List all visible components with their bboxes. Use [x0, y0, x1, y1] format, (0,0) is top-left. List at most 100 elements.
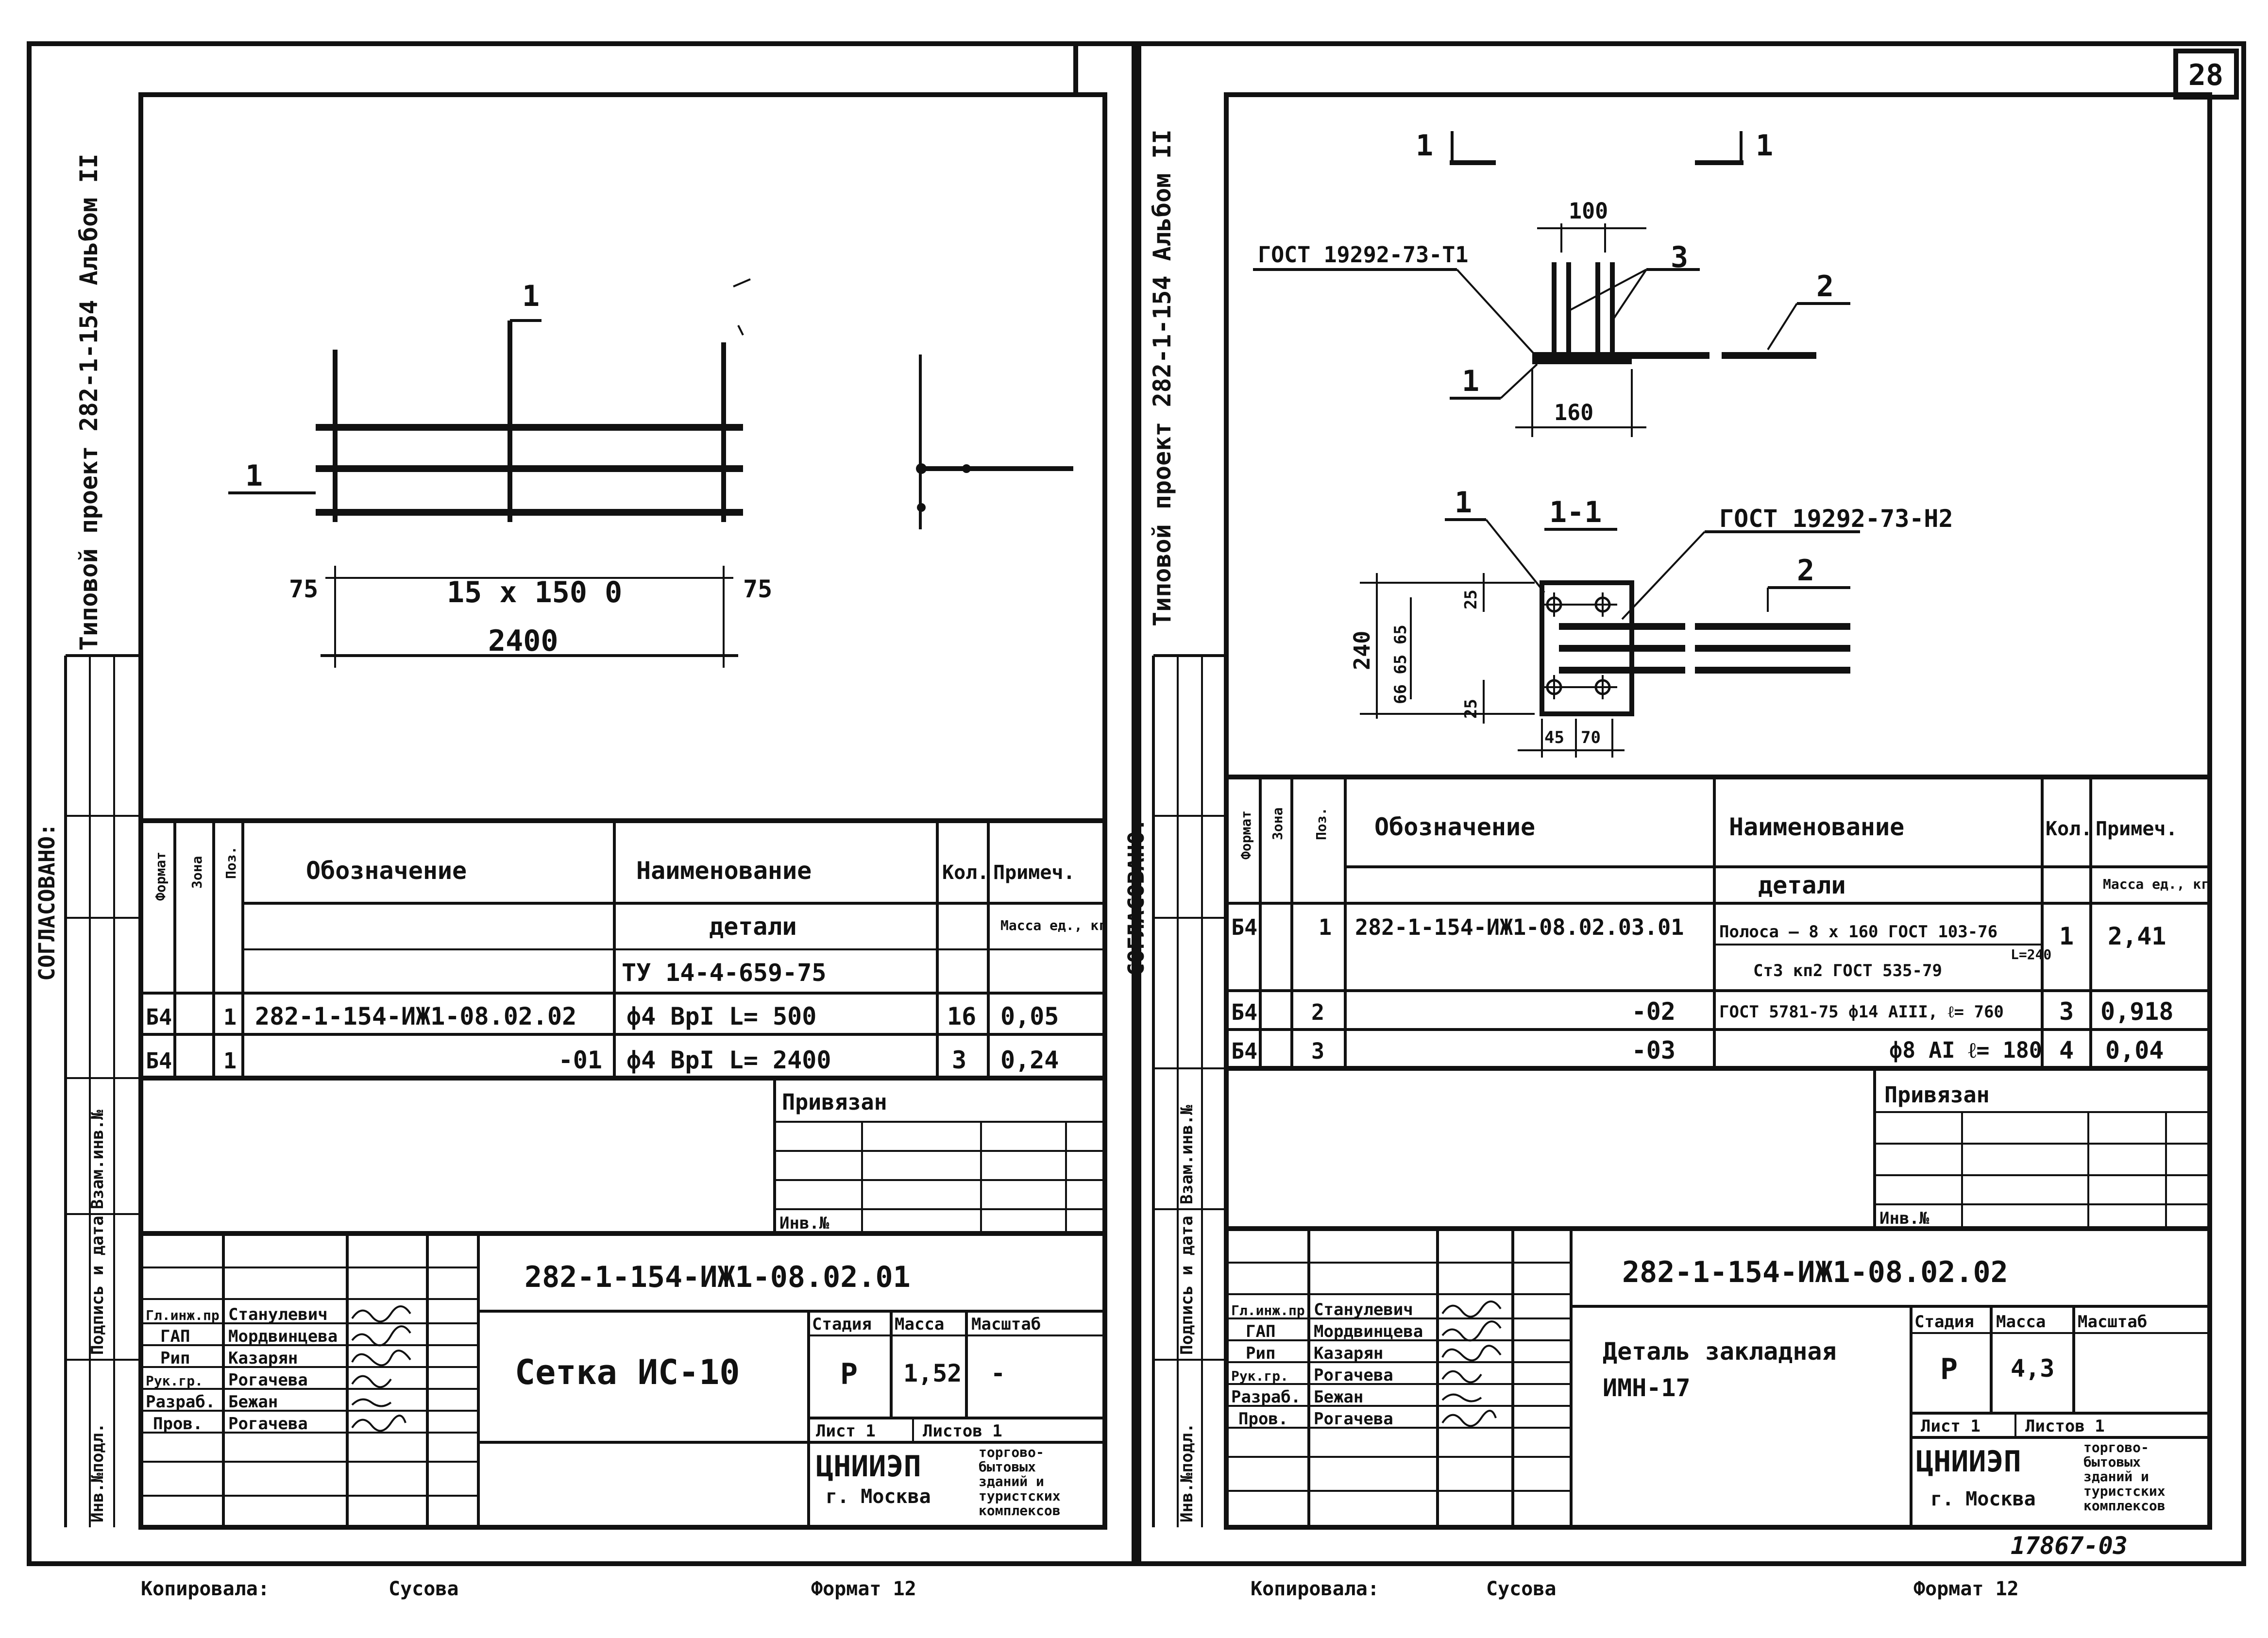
- right-dim-70: 70: [1581, 728, 1601, 747]
- right-bound-label: Привязан: [1884, 1082, 1990, 1108]
- left-role-5: Пров.: [153, 1414, 203, 1434]
- left-sheet-label: Лист 1: [816, 1421, 876, 1441]
- right-row2-pos: 2: [1311, 999, 1324, 1025]
- left-org-desc-2: зданий и: [979, 1473, 1044, 1489]
- left-org-desc-3: туристских: [979, 1488, 1061, 1504]
- left-row2-pos: 1: [223, 1048, 237, 1074]
- left-row1-name: ф4 ВрI L= 500: [626, 1002, 816, 1030]
- right-inv-no-label: Инв.№: [1879, 1209, 1929, 1228]
- left-row2-designation: -01: [559, 1046, 602, 1074]
- right-role-4: Разраб.: [1231, 1387, 1301, 1407]
- right-section-mark-right: 1: [1756, 129, 1773, 163]
- left-doc-title: Сетка ИС-10: [515, 1352, 740, 1392]
- right-footer-copied-by: Сусова: [1486, 1578, 1557, 1600]
- left-dim-middle: 15 x 150 0: [447, 575, 622, 609]
- right-mass-header-tb: Масса: [1996, 1312, 2046, 1332]
- left-stage-header: Стадия: [812, 1315, 872, 1334]
- right-name-2: Казарян: [1314, 1344, 1383, 1363]
- left-role-1: ГАП: [160, 1327, 190, 1346]
- right-sheet: Типовой проект 282-1-154 Альбом II СОГЛА…: [1123, 92, 2212, 1600]
- right-row3-qty: 4: [2059, 1036, 2074, 1064]
- right-agreed-label: СОГЛАСОВАНО:: [1123, 818, 1149, 976]
- left-agreed-label: СОГЛАСОВАНО:: [34, 823, 60, 981]
- left-dim-left: 75: [289, 575, 318, 603]
- right-row2-format: Б4: [1231, 999, 1257, 1025]
- right-header-name: Наименование: [1729, 813, 1904, 841]
- right-doc-title-2: ИМН-17: [1603, 1374, 1691, 1402]
- right-name-5: Рогачева: [1314, 1409, 1393, 1429]
- left-sheet-frame: [27, 41, 1136, 1566]
- right-name-3: Рогачева: [1314, 1366, 1393, 1385]
- right-row2-note: 0,918: [2100, 997, 2174, 1026]
- left-name-0: Станулевич: [228, 1305, 328, 1324]
- right-org-city: г. Москва: [1930, 1488, 2036, 1510]
- right-row1-designation: 282-1-154-ИЖ1-08.02.03.01: [1355, 914, 1684, 940]
- right-callout-p3: 3: [1671, 240, 1688, 274]
- right-role-0: Гл.инж.пр.: [1231, 1302, 1313, 1318]
- mesh-drawing: 1 1 75 75 15 x 150 0 2400: [228, 278, 1073, 668]
- right-dim-45: 45: [1544, 728, 1564, 747]
- right-scale-header: Масштаб: [2078, 1312, 2147, 1332]
- right-row3-designation: -03: [1632, 1036, 1676, 1064]
- right-footer-copied-label: Копировала:: [1251, 1578, 1379, 1600]
- right-row1-name: Полоса — 8 x 160 ГОСТ 103-76: [1719, 922, 1997, 942]
- left-role-3: Рук.гр.: [146, 1373, 203, 1389]
- right-name-1: Мордвинцева: [1314, 1322, 1423, 1341]
- right-inv-label-2: Подпись и дата: [1177, 1216, 1197, 1355]
- left-sheet: Типовой проект 282-1-154 Альбом II СОГЛА…: [34, 92, 1107, 1600]
- left-doc-code: 282-1-154-ИЖ1-08.02.01: [525, 1260, 911, 1294]
- left-row2-name: ф4 ВрI L= 2400: [626, 1046, 831, 1074]
- right-header-zone: Зона: [1269, 808, 1286, 840]
- left-row1-designation: 282-1-154-ИЖ1-08.02.02: [255, 1002, 576, 1030]
- right-dim-160: 160: [1554, 400, 1593, 425]
- left-dim-right: 75: [743, 575, 772, 603]
- left-mass-header: Масса ед., кг: [1000, 917, 1107, 933]
- right-row3-pos: 3: [1311, 1038, 1324, 1064]
- left-spec-table: Формат Зона Поз. Обозначение Наименовани…: [141, 818, 1107, 1081]
- right-section-callout-2: 2: [1797, 554, 1814, 588]
- right-org-desc-4: комплексов: [2083, 1498, 2166, 1514]
- right-header-format: Формат: [1238, 811, 1254, 860]
- page-number: 28: [2188, 58, 2223, 92]
- right-name-4: Бежан: [1314, 1387, 1363, 1407]
- left-scale-header: Масштаб: [971, 1315, 1041, 1334]
- right-mass: 4,3: [2011, 1354, 2054, 1383]
- left-role-0: Гл.инж.пр.: [146, 1307, 228, 1323]
- right-spec-table: Формат Зона Поз. Обозначение Наименовани…: [1226, 775, 2210, 1071]
- left-inv-label-1: Взам.инв.№: [88, 1110, 107, 1209]
- right-row3-name: ф8 АI ℓ= 180: [1889, 1037, 2042, 1063]
- left-pos-label-top: 1: [522, 279, 540, 313]
- right-sheet-label: Лист 1: [1921, 1417, 1980, 1436]
- right-role-3: Рук.гр.: [1231, 1368, 1288, 1384]
- left-mass-header-tb: Масса: [895, 1315, 944, 1334]
- stud-marks: [1542, 592, 1617, 699]
- left-sheets-label: Листов 1: [923, 1421, 1002, 1441]
- left-mass: 1,52: [903, 1359, 962, 1387]
- left-header-zone: Зона: [189, 856, 205, 889]
- left-signatures: [351, 1305, 411, 1432]
- right-header-designation: Обозначение: [1374, 813, 1535, 841]
- left-sub-label: ТУ 14-4-659-75: [622, 959, 826, 987]
- right-row2-qty: 3: [2059, 997, 2074, 1026]
- right-role-5: Пров.: [1238, 1409, 1288, 1429]
- right-section-label: детали: [1758, 871, 1846, 899]
- left-org-desc-4: комплексов: [979, 1503, 1061, 1519]
- left-name-5: Рогачева: [228, 1414, 308, 1434]
- right-row1-note: 2,41: [2108, 922, 2166, 950]
- left-name-1: Мордвинцева: [228, 1327, 338, 1346]
- right-callout-gost-n2: ГОСТ 19292-73-Н2: [1719, 505, 1953, 533]
- right-stage-header: Стадия: [1914, 1312, 1974, 1332]
- right-org-desc-2: зданий и: [2083, 1469, 2149, 1485]
- right-header-qty: Кол.: [2046, 818, 2092, 840]
- left-row2-note: 0,24: [1000, 1046, 1059, 1074]
- right-org-desc-1: бытовых: [2083, 1454, 2141, 1470]
- left-name-3: Рогачева: [228, 1370, 308, 1390]
- left-role-2: Рип: [160, 1349, 190, 1368]
- right-callout-p2: 2: [1816, 270, 1834, 304]
- left-pos-label-left: 1: [245, 459, 263, 493]
- right-section-callout-1: 1: [1455, 486, 1472, 520]
- right-mass-header: Масса ед., кг: [2103, 876, 2209, 892]
- left-footer-copied-by: Сусова: [389, 1578, 459, 1600]
- right-header-pos: Поз.: [1313, 808, 1329, 840]
